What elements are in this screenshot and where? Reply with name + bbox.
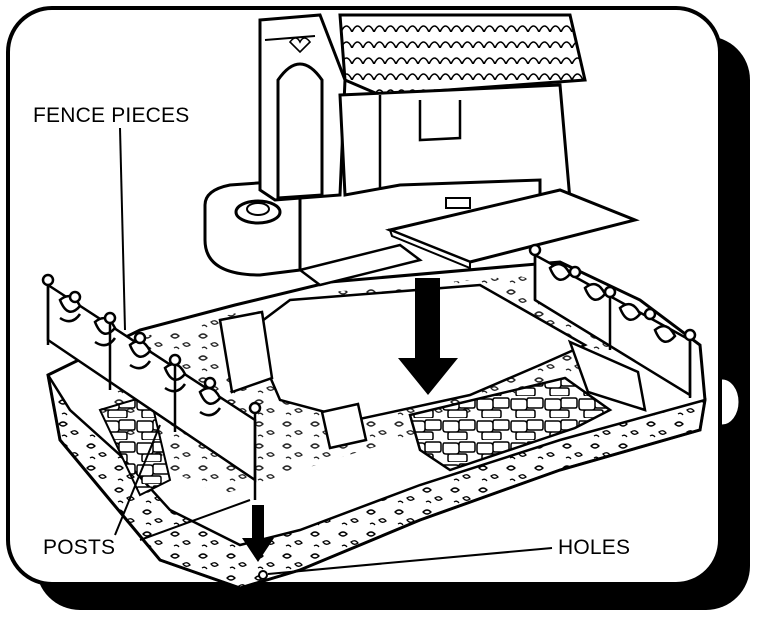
house-building <box>203 13 640 287</box>
fence-pieces-leader <box>119 127 126 331</box>
posts-leader-1 <box>114 424 161 536</box>
post-arrow <box>242 505 274 562</box>
posts-leader-2 <box>139 499 251 541</box>
holes-leader <box>267 547 553 575</box>
insert-arrow <box>398 278 458 395</box>
fence-right <box>528 243 697 398</box>
posts-label: POSTS <box>43 536 116 559</box>
fence-left <box>41 273 262 500</box>
holes-label: HOLES <box>558 536 631 559</box>
fence-pieces-label: FENCE PIECES <box>33 104 190 127</box>
